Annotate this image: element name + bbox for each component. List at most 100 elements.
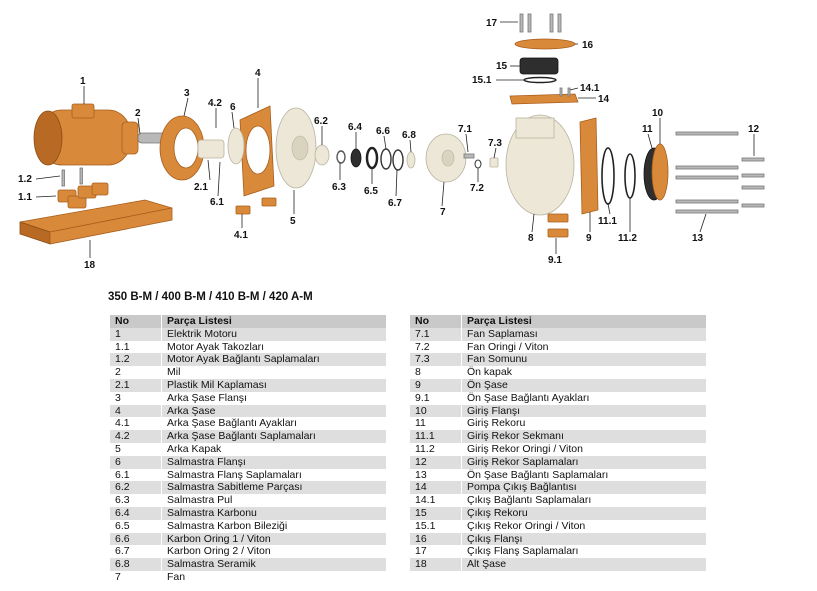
callout-6-3: 6.3: [332, 182, 346, 193]
part-name-cell: Çıkış Flanş Saplamaları: [461, 545, 706, 559]
part-number-cell: 6.7: [110, 545, 162, 559]
part-name-cell: Karbon Oring 2 / Viton: [161, 545, 386, 559]
shaft-sleeve-part: [197, 139, 225, 159]
part-name-cell: Fan: [161, 570, 386, 584]
part-number-cell: 14.1: [410, 494, 462, 507]
inlet-studs: [741, 157, 765, 208]
part-name-cell: Salmastra Flanşı: [161, 455, 386, 469]
callout-1-1: 1.1: [18, 192, 32, 203]
part-name-cell: Giriş Flanşı: [461, 404, 706, 418]
part-name-cell: Pompa Çıkış Bağlantısı: [461, 481, 706, 495]
part-number-cell: 4.1: [110, 417, 162, 431]
part-name-cell: Çıkış Flanşı: [461, 532, 706, 546]
part-number-cell: 14: [410, 481, 462, 495]
callout-labels: 1 1.2 1.1 2 2.1 3 4 4.2 6 6.1 5 4.1 6.2 …: [18, 18, 760, 271]
column-header-part: Parça Listesi: [161, 315, 386, 328]
part-name-cell: Salmastra Sabitleme Parçası: [161, 481, 386, 495]
part-number-cell: 11: [410, 417, 462, 431]
callout-8: 8: [528, 233, 534, 244]
motor-foot-blocks: [57, 182, 109, 209]
callout-11-2: 11.2: [618, 233, 637, 244]
part-name-cell: Mil: [161, 366, 386, 379]
part-number-cell: 6.2: [110, 481, 162, 495]
front-frame-studs: [675, 131, 739, 214]
callout-11-1: 11.1: [598, 216, 617, 227]
part-number-cell: 17: [410, 545, 462, 559]
seal-parts: [314, 144, 416, 171]
part-name-cell: Salmastra Pul: [161, 494, 386, 507]
part-name-cell: Arka Kapak: [161, 442, 386, 456]
outlet-union-part: [519, 57, 559, 75]
part-number-cell: 5: [110, 442, 162, 456]
part-name-cell: Salmastra Karbonu: [161, 506, 386, 520]
callout-6-8: 6.8: [402, 130, 416, 141]
part-number-cell: 1.1: [110, 340, 162, 354]
callout-1: 1: [80, 76, 86, 87]
rear-cover-part: [275, 107, 317, 189]
column-header-no: No: [110, 315, 162, 328]
column-header-part: Parça Listesi: [461, 315, 706, 328]
part-number-cell: 15.1: [410, 519, 462, 533]
part-name-cell: Giriş Rekor Oringi / Viton: [461, 442, 706, 456]
motor-foot-studs: [61, 167, 83, 187]
callout-4-2: 4.2: [208, 98, 222, 109]
outlet-oring-part: [523, 76, 557, 84]
fan-nut-parts: [474, 157, 499, 169]
front-cover-part: [505, 114, 575, 216]
callout-18: 18: [84, 260, 96, 271]
part-name-cell: Salmastra Flanş Saplamaları: [161, 468, 386, 482]
part-number-cell: 11.1: [410, 430, 462, 443]
part-name-cell: Karbon Oring 1 / Viton: [161, 532, 386, 546]
part-number-cell: 6: [110, 455, 162, 469]
part-name-cell: Çıkış Rekor Oringi / Viton: [461, 519, 706, 533]
callout-6-2: 6.2: [314, 116, 328, 127]
callout-14-1: 14.1: [580, 83, 600, 94]
part-number-cell: 13: [410, 468, 462, 482]
part-number-cell: 2.1: [110, 378, 162, 392]
part-number-cell: 1.2: [110, 353, 162, 367]
callout-7-1: 7.1: [458, 124, 472, 135]
part-number-cell: 6.4: [110, 506, 162, 520]
rear-frame-part: [239, 105, 275, 197]
part-number-cell: 4: [110, 404, 162, 418]
outlet-studs: [559, 87, 571, 97]
part-name-cell: Motor Ayak Bağlantı Saplamaları: [161, 353, 386, 367]
part-name-cell: Motor Ayak Takozları: [161, 340, 386, 354]
front-frame-part: [579, 117, 599, 215]
part-name-cell: Giriş Rekoru: [461, 417, 706, 431]
part-number-cell: 18: [410, 558, 462, 571]
base-frame-part: [19, 199, 173, 245]
part-name-cell: Ön kapak: [461, 366, 706, 379]
model-title: 350 B-M / 400 B-M / 410 B-M / 420 A-M: [108, 291, 313, 303]
rear-frame-feet: [235, 197, 277, 215]
part-number-cell: 12: [410, 455, 462, 469]
callout-14: 14: [598, 94, 610, 105]
inlet-union-part: [643, 143, 669, 201]
callout-5: 5: [290, 216, 296, 227]
callout-6-1: 6.1: [210, 197, 224, 208]
part-name-cell: Alt Şase: [461, 558, 706, 571]
callout-4-1: 4.1: [234, 230, 248, 241]
column-header-no: No: [410, 315, 462, 328]
callout-7: 7: [440, 207, 446, 218]
part-number-cell: 4.2: [110, 430, 162, 443]
